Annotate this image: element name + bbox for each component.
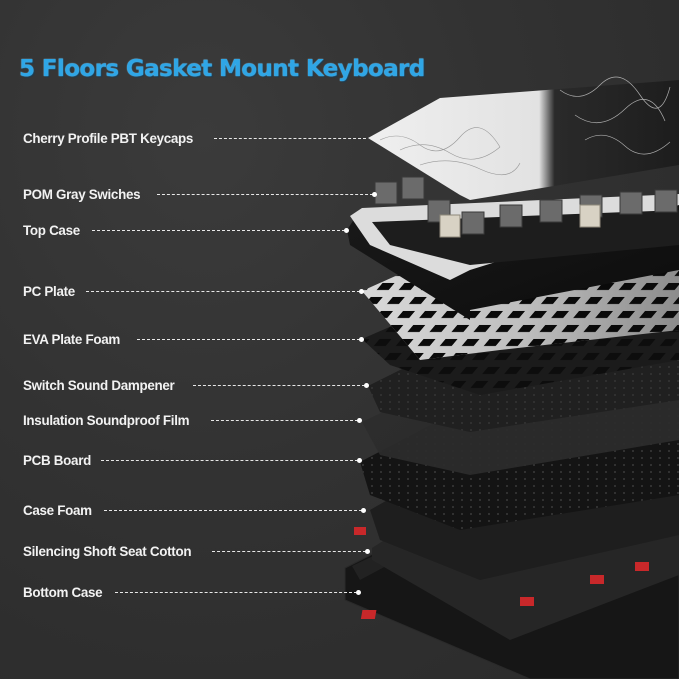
label-text: PC Plate — [23, 283, 75, 299]
leader-dot — [364, 383, 369, 388]
label-pcb: PCB Board — [23, 452, 91, 468]
leader-dot — [357, 418, 362, 423]
leader-line — [211, 420, 358, 421]
label-pc-plate: PC Plate — [23, 283, 75, 299]
label-sound-dampener: Switch Sound Dampener — [23, 377, 175, 393]
label-text: PCB Board — [23, 452, 91, 468]
label-keycaps: Cherry Profile PBT Keycaps — [23, 130, 193, 146]
label-text: POM Gray Swiches — [23, 186, 141, 202]
leader-line — [101, 460, 358, 461]
leader-dot — [344, 228, 349, 233]
label-insulation-film: Insulation Soundproof Film — [23, 412, 190, 428]
leader-line — [193, 385, 365, 386]
leader-dot — [365, 549, 370, 554]
label-bottom-case: Bottom Case — [23, 584, 103, 600]
leader-dot — [357, 458, 362, 463]
leader-line — [212, 551, 366, 552]
leader-dot — [356, 590, 361, 595]
label-eva-foam: EVA Plate Foam — [23, 331, 120, 347]
leader-line — [157, 194, 373, 195]
label-text: Bottom Case — [23, 584, 103, 600]
label-top-case: Top Case — [23, 222, 80, 238]
leader-dot — [361, 508, 366, 513]
leader-line — [137, 339, 360, 340]
label-text: Silencing Shoft Seat Cotton — [23, 543, 192, 559]
label-text: Switch Sound Dampener — [23, 377, 175, 393]
leader-dot — [359, 289, 364, 294]
leader-line — [86, 291, 360, 292]
leader-line — [214, 138, 366, 139]
leader-line — [115, 592, 357, 593]
label-seat-cotton: Silencing Shoft Seat Cotton — [23, 543, 192, 559]
leader-line — [104, 510, 362, 511]
label-switches: POM Gray Swiches — [23, 186, 141, 202]
label-text: Case Foam — [23, 502, 92, 518]
leader-dot — [359, 337, 364, 342]
label-text: Top Case — [23, 222, 80, 238]
leader-dot — [372, 192, 377, 197]
page-title: 5 Floors Gasket Mount Keyboard — [19, 56, 425, 82]
label-text: Insulation Soundproof Film — [23, 412, 190, 428]
label-text: EVA Plate Foam — [23, 331, 121, 347]
label-text: Cherry Profile PBT Keycaps — [23, 130, 194, 146]
leader-line — [92, 230, 345, 231]
label-case-foam: Case Foam — [23, 502, 92, 518]
